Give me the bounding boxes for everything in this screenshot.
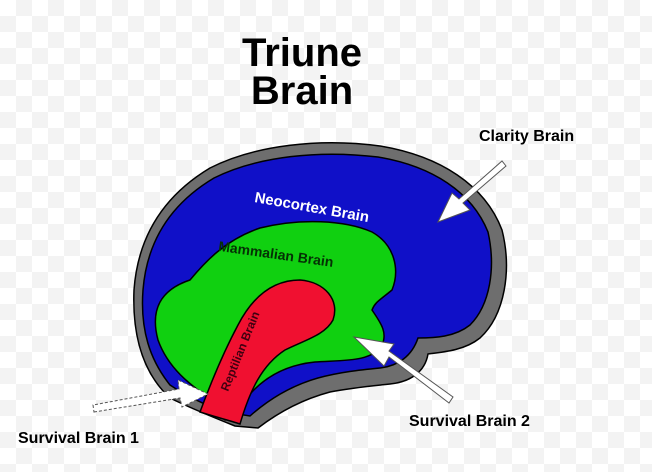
reptilian-region	[199, 279, 336, 425]
title-line-1: Triune	[242, 31, 362, 75]
survival-brain-1-label: Survival Brain 1	[18, 430, 139, 447]
survival-brain-2-label: Survival Brain 2	[409, 413, 530, 430]
clarity-arrow	[437, 160, 507, 223]
clarity-brain-label: Clarity Brain	[479, 128, 574, 145]
survival2-arrow	[352, 336, 454, 404]
title-line-2: Brain	[251, 69, 353, 113]
survival1-arrow	[92, 379, 210, 413]
